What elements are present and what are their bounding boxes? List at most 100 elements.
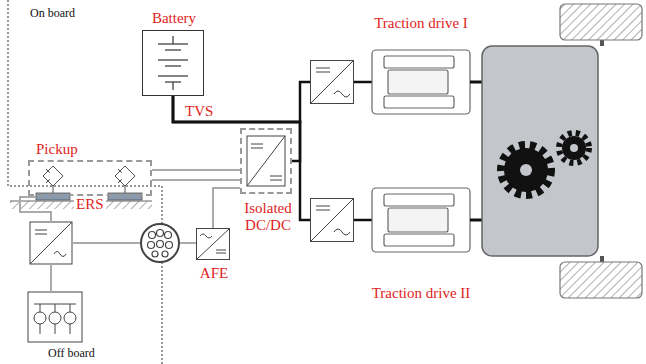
region-label: On board <box>30 6 75 20</box>
pickup-rectifier <box>43 166 135 193</box>
drawing-part <box>55 304 56 312</box>
motor-symbol <box>372 50 470 252</box>
power-line <box>152 170 240 180</box>
drawing-part <box>149 232 156 239</box>
dc-bus-line <box>173 82 310 122</box>
drawing-part <box>384 96 454 108</box>
drawing-part <box>384 234 454 246</box>
power-line <box>213 188 240 228</box>
drawing-part <box>165 49 181 50</box>
drawing-part <box>560 4 642 40</box>
inverter-box: Traction drive II <box>310 198 354 242</box>
part-label: Isolated DC/DC <box>232 200 304 234</box>
drawing-part <box>354 219 372 222</box>
drawing-part <box>158 75 188 76</box>
drawing-part <box>560 262 642 298</box>
drawing-part <box>72 242 140 244</box>
drawing-part <box>200 234 212 238</box>
drawing-part <box>316 68 330 72</box>
drawing-part <box>55 324 56 334</box>
drawing-part <box>600 40 604 46</box>
drawing-part <box>152 251 158 257</box>
drawing-part <box>166 242 173 249</box>
drawing-part <box>354 81 372 84</box>
drawing-part <box>270 176 282 180</box>
drawing-part <box>180 242 196 244</box>
drawing-part <box>28 292 82 342</box>
drawing-part <box>64 312 76 324</box>
drawing-part <box>384 56 454 68</box>
offboard-inverter <box>30 222 72 264</box>
drawing-part <box>118 169 132 183</box>
drawing-part <box>172 36 173 44</box>
converter-box: Isolated DC/DC <box>240 128 292 194</box>
drawing-part <box>43 166 63 186</box>
drawing-part <box>334 91 350 97</box>
drawing-part <box>53 186 54 193</box>
pickup-box: Pickup <box>28 160 152 196</box>
drawing-part <box>600 256 604 262</box>
battery-symbol <box>158 36 188 90</box>
drawing-part <box>562 136 586 160</box>
part-label: Traction drive II <box>372 285 471 302</box>
drawing-part <box>216 250 226 253</box>
grid-transformer <box>28 292 82 342</box>
offboard-wiring <box>20 197 196 292</box>
drawing-part <box>162 251 168 257</box>
drawing-part <box>165 232 172 239</box>
drawing-part <box>158 59 188 60</box>
drawing-part <box>251 144 263 148</box>
drawing-part <box>70 304 71 312</box>
part-label: Battery <box>152 10 196 27</box>
drawing-part <box>247 136 285 186</box>
part-label: AFE <box>200 265 228 282</box>
drawing-part <box>388 208 448 232</box>
drawing-part <box>70 324 71 334</box>
charging-plug <box>141 224 179 262</box>
drawing-part <box>40 324 41 334</box>
drawing-part <box>316 206 330 210</box>
inverter-symbol <box>310 60 354 242</box>
drawing-part <box>157 230 164 237</box>
drawing-part <box>196 228 230 260</box>
drawing-part <box>388 70 448 94</box>
bus-label: TVS <box>183 103 215 120</box>
drawing-part <box>165 65 181 66</box>
inverter-box: Traction drive I <box>310 60 354 104</box>
drawing-part <box>141 224 179 262</box>
drawing-part <box>570 144 578 152</box>
road-label: ERS <box>74 196 106 213</box>
motor-shaft <box>470 82 482 220</box>
drawing-part <box>520 164 532 176</box>
drawing-part <box>310 198 354 242</box>
drawing-part <box>40 304 41 312</box>
drawing-part <box>384 194 454 206</box>
board-boundary <box>8 0 162 364</box>
region-label: Off board <box>48 346 95 360</box>
drawing-part <box>50 264 52 292</box>
drawing-part <box>20 197 51 222</box>
part-label: Traction drive I <box>374 15 468 32</box>
drawing-part <box>172 82 173 90</box>
motor-cable <box>354 82 372 220</box>
drawing-part <box>30 222 72 264</box>
drawing-part <box>35 230 47 234</box>
converter-symbol <box>247 136 285 186</box>
battery-box: Battery <box>142 30 204 96</box>
drawing-part <box>34 312 46 324</box>
drawing-part <box>501 145 551 195</box>
part-label: Pickup <box>36 141 78 158</box>
drawing-part <box>247 136 285 186</box>
drawing-part <box>372 50 470 114</box>
drawing-part <box>49 312 61 324</box>
converter-symbol <box>196 228 230 260</box>
drawing-part <box>115 166 135 186</box>
converter-box: AFE <box>196 228 230 260</box>
drawing-part <box>310 60 354 104</box>
gear-symbol <box>501 133 589 195</box>
drawing-part <box>372 188 470 252</box>
drawing-part <box>559 133 589 163</box>
drawing-part <box>125 186 126 193</box>
